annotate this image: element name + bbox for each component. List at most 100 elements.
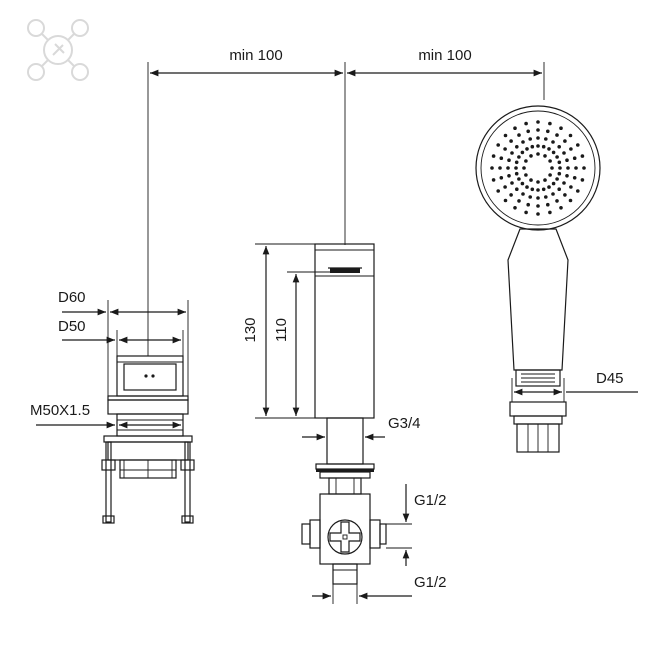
nozzle-dot	[557, 145, 561, 149]
nozzle-dot	[496, 143, 501, 147]
nozzle-dot	[514, 166, 518, 170]
nozzle-dot	[536, 152, 540, 156]
nozzle-dot	[536, 144, 540, 148]
nozzle-dot	[558, 166, 562, 170]
nozzle-dot	[509, 139, 513, 143]
nozzle-dot	[544, 137, 548, 141]
nozzle-dot	[515, 145, 519, 149]
nozzle-dot	[555, 199, 559, 203]
nozzle-dot	[568, 198, 573, 203]
nozzle-dot	[521, 192, 525, 196]
nozzle-dot	[506, 166, 510, 170]
nozzle-dot	[503, 133, 508, 138]
nozzle-dot	[551, 150, 556, 155]
nozzle-dot	[559, 206, 563, 210]
nozzle-dot	[546, 129, 550, 134]
nozzle-dot	[547, 185, 551, 189]
nozzle-dot	[536, 188, 540, 192]
top-width-dimension: min 100 min 100	[147, 47, 545, 356]
dimension-110: 110	[273, 318, 290, 342]
nozzle-dot	[524, 173, 528, 177]
nozzle-dot	[562, 151, 566, 155]
nozzle-dot	[569, 185, 573, 189]
nozzle-dot	[510, 151, 514, 155]
nozzle-dot	[572, 156, 577, 160]
nozzle-dot	[536, 180, 540, 184]
nozzle-dot	[499, 156, 504, 160]
nozzle-dot	[521, 140, 525, 144]
dimension-d45: D45	[596, 370, 624, 387]
nozzle-dot	[541, 187, 546, 192]
nozzle-dot	[557, 187, 561, 191]
nozzle-dot	[547, 147, 551, 151]
dimension-min100-right: min 100	[418, 47, 471, 64]
nozzle-dot	[551, 192, 555, 196]
dimension-d60: D60	[58, 289, 86, 306]
nozzle-dot	[565, 158, 569, 162]
nozzle-dot	[551, 181, 556, 186]
nozzle-dot	[526, 202, 530, 207]
nozzle-dot	[548, 173, 552, 177]
nozzle-dot	[517, 199, 521, 203]
nozzle-dot	[582, 166, 586, 170]
nozzle-dot	[566, 166, 570, 170]
nozzle-dot	[525, 185, 529, 189]
nozzle-dot	[529, 178, 533, 182]
nozzle-dot	[550, 166, 554, 170]
nozzle-dot	[515, 187, 519, 191]
nozzle-dot	[507, 174, 511, 178]
nozzle-dot	[524, 159, 528, 163]
nozzle-dot	[509, 193, 513, 197]
nozzle-dot	[557, 160, 562, 165]
nozzle-dot	[514, 171, 519, 176]
nozzle-dot	[536, 204, 540, 208]
nozzle-dot	[536, 196, 540, 200]
nozzle-dot	[496, 189, 501, 193]
nozzle-dot	[503, 198, 508, 203]
nozzle-dot	[580, 154, 585, 158]
nozzle-dot	[530, 187, 535, 192]
nozzle-dot	[543, 154, 547, 158]
nozzle-dot	[576, 143, 580, 147]
nozzle-dot	[524, 121, 528, 126]
nozzle-dot	[522, 166, 526, 170]
nozzle-dot	[528, 195, 532, 199]
nozzle-dot	[555, 133, 559, 137]
nozzle-dot	[572, 176, 577, 180]
dimension-g3-4: G3/4	[388, 415, 421, 432]
nozzle-dot	[536, 128, 540, 132]
shower-nozzles	[490, 120, 586, 216]
nozzle-dot	[517, 177, 521, 181]
nozzle-dot	[563, 139, 567, 143]
nozzle-dot	[513, 126, 517, 130]
nozzle-dot	[580, 178, 585, 182]
nozzle-dot	[548, 159, 552, 163]
nozzle-dot	[498, 166, 502, 170]
nozzle-dot	[525, 147, 529, 151]
nozzle-dot	[546, 202, 550, 207]
nozzle-dot	[507, 158, 511, 162]
nozzle-dot	[569, 147, 573, 151]
dimension-d50: D50	[58, 318, 86, 335]
nozzle-dot	[555, 155, 559, 159]
nozzle-dot	[568, 133, 573, 138]
nozzle-dot	[529, 154, 533, 158]
mixer-handle-assembly: D60 D50 M50X1.5	[30, 289, 195, 524]
nozzle-dot	[548, 210, 552, 215]
nozzle-dot	[517, 155, 521, 159]
nozzle-dot	[491, 178, 496, 182]
nozzle-dot	[536, 120, 540, 124]
nozzle-dot	[517, 133, 521, 137]
nozzle-dot	[565, 174, 569, 178]
hand-shower-assembly: D45	[475, 105, 638, 453]
nozzle-dot	[541, 144, 546, 149]
nozzle-dot	[503, 147, 507, 151]
nozzle-dot	[563, 193, 567, 197]
nozzle-dot	[499, 176, 504, 180]
nozzle-dot	[526, 129, 530, 134]
dimension-min100-left: min 100	[229, 47, 282, 64]
nozzle-dot	[503, 185, 507, 189]
nozzle-dot	[524, 210, 528, 215]
dimension-g1-2-bottom: G1/2	[414, 574, 447, 591]
